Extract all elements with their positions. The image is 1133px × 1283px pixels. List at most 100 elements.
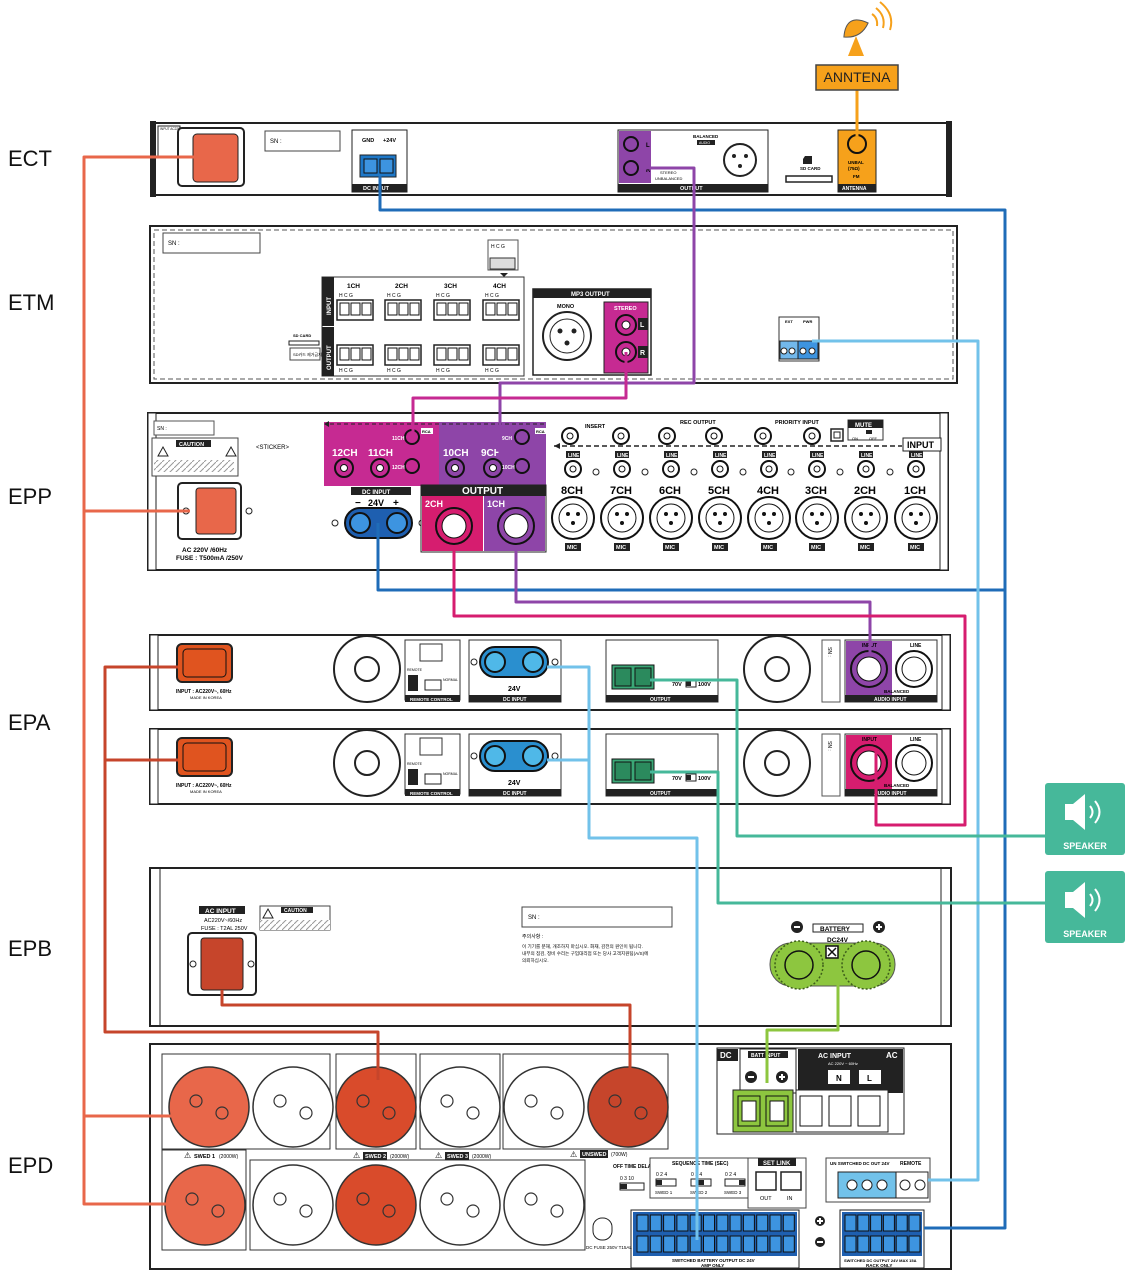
epp-screw xyxy=(836,468,844,476)
etm-sd-slot[interactable] xyxy=(288,340,320,346)
epd-seq-swed3: SWED 3 xyxy=(724,1190,742,1195)
epp-line-jack-inner xyxy=(667,465,675,473)
epp-mic-inputs[interactable]: LINE8CHMICLINE7CHMICLINE6CHMICLINE5CHMIC… xyxy=(551,451,938,551)
epd-amp-screw xyxy=(729,1214,742,1232)
epd-outlet[interactable] xyxy=(503,1066,585,1148)
epp-mute: MUTE xyxy=(855,423,872,429)
wire-audio-epp-1ch xyxy=(514,545,872,655)
epp-input-switch[interactable] xyxy=(830,428,844,442)
epa-sn-box xyxy=(821,733,841,797)
label-etm: ETM xyxy=(8,290,55,315)
epp-line-tag xyxy=(566,451,580,458)
speaker-1-label: SPEAKER xyxy=(1063,841,1107,851)
speaker-2-label: SPEAKER xyxy=(1063,929,1107,939)
epb-ac-input: AC INPUT xyxy=(205,908,236,915)
epd-rack-screw xyxy=(882,1214,895,1232)
epd-outlet-pin xyxy=(440,1192,454,1206)
epp-control-jacks[interactable] xyxy=(561,427,821,445)
epd-rack-screw xyxy=(844,1235,857,1253)
epd-outlet[interactable] xyxy=(503,1164,585,1246)
epd-outlet[interactable] xyxy=(168,1066,250,1148)
epd-out: OUT xyxy=(760,1196,772,1202)
ect-xlr-output[interactable] xyxy=(723,143,757,177)
epd-unswed-w: (700W) xyxy=(611,1152,628,1158)
epp-screw xyxy=(886,468,894,476)
etm-terminal-screw xyxy=(496,347,507,361)
epp-line-tag xyxy=(615,451,629,458)
epd-set-link-out[interactable] xyxy=(755,1171,777,1191)
epd-amp-screw xyxy=(663,1214,676,1232)
epd-outlet[interactable] xyxy=(164,1164,246,1246)
epp-mic-label: MIC xyxy=(811,545,821,551)
epd-outlet[interactable] xyxy=(419,1164,501,1246)
epp-mic-pin xyxy=(820,512,824,516)
epd-outlets[interactable] xyxy=(164,1066,669,1246)
epd-ac-input: AC INPUT xyxy=(818,1053,852,1060)
epp-trs-inner xyxy=(759,432,767,440)
epa-dc-bar xyxy=(469,789,561,796)
epd-outlet-pin xyxy=(466,1106,480,1120)
etm-terminal-screw xyxy=(387,302,398,316)
epd-remote: REMOTE xyxy=(900,1161,922,1167)
etm-l: L xyxy=(640,322,645,329)
epa-rack-ear xyxy=(149,634,159,711)
ect-antenna-jack[interactable] xyxy=(847,134,867,154)
epa-normal-switch[interactable] xyxy=(424,679,442,691)
epp-mic-channel-label: 7CH xyxy=(610,485,632,497)
epp-trs-jack xyxy=(658,427,676,445)
wire-power-ect xyxy=(82,155,200,1118)
epp-screw xyxy=(641,468,649,476)
ect-ohm: (75Ω) xyxy=(848,166,860,171)
epd-outlet-pin xyxy=(466,1204,480,1218)
etm-sn: SN : xyxy=(168,241,180,247)
epp-rca-small-jack xyxy=(514,458,530,474)
epp-line-jack xyxy=(613,460,631,478)
epp-fuse: FUSE : T500mA /250V xyxy=(176,555,244,562)
epa-screw xyxy=(470,658,478,666)
epp-mic-pin xyxy=(762,512,766,516)
epa-normal-switch[interactable] xyxy=(424,773,442,785)
epd-seq-values-3: 0 2 4 xyxy=(725,1172,736,1178)
epp-screw xyxy=(690,468,698,476)
epd-set-link-in[interactable] xyxy=(780,1171,802,1191)
ect-sd-slot[interactable] xyxy=(785,175,833,183)
epp-mic-pin xyxy=(723,512,727,516)
epp-mute-switch[interactable] xyxy=(866,430,872,434)
epd-outlet[interactable] xyxy=(335,1066,417,1148)
etm-terminal-blocks[interactable] xyxy=(336,299,520,366)
ect-output-label: OUTPUT xyxy=(680,186,703,192)
epd-outlet[interactable] xyxy=(587,1066,669,1148)
etm-terminal-screw xyxy=(458,347,469,361)
epd-outlet-pin xyxy=(382,1106,396,1120)
epa-remote-bar xyxy=(405,789,460,796)
epp-off: OFF xyxy=(869,436,878,441)
epd-swed2-w: (2000W) xyxy=(390,1154,410,1160)
epp-rca-label: 12CH xyxy=(332,448,358,459)
epd-outlet[interactable] xyxy=(419,1066,501,1148)
epd-outlet[interactable] xyxy=(252,1066,334,1148)
epp-mic-pin xyxy=(571,521,575,525)
epp-mic-pin xyxy=(864,521,868,525)
epd-outlet-pin xyxy=(299,1204,313,1218)
epd-off-values: 0 3 10 xyxy=(620,1176,634,1182)
epd-outlet[interactable] xyxy=(335,1164,417,1246)
ect-unbal: UNBAL xyxy=(848,160,864,165)
epp-line-label: LINE xyxy=(568,453,580,459)
epp-input-label: INPUT xyxy=(907,440,935,450)
fan-hub xyxy=(354,750,380,776)
etm-terminal-screw xyxy=(339,302,350,316)
epp-trs-jack xyxy=(803,427,821,445)
wire-dc-epa1 xyxy=(547,665,699,1240)
ect-antenna-label: ANTENNA xyxy=(842,186,867,192)
epd-amp-screw xyxy=(769,1235,782,1253)
etm-terminal-screw xyxy=(409,302,420,316)
epa-screw xyxy=(470,752,478,760)
epd-outlet[interactable] xyxy=(252,1164,334,1246)
epd-amp-only: SWITCHED BATTERY OUTPUT DC 24V xyxy=(672,1258,755,1263)
etm-ch3-label: 3CH xyxy=(444,283,457,290)
epp-mic-channel-label: 5CH xyxy=(708,485,730,497)
epa-output-label: OUTPUT xyxy=(650,791,671,797)
epd-outlet-pin xyxy=(440,1094,454,1108)
